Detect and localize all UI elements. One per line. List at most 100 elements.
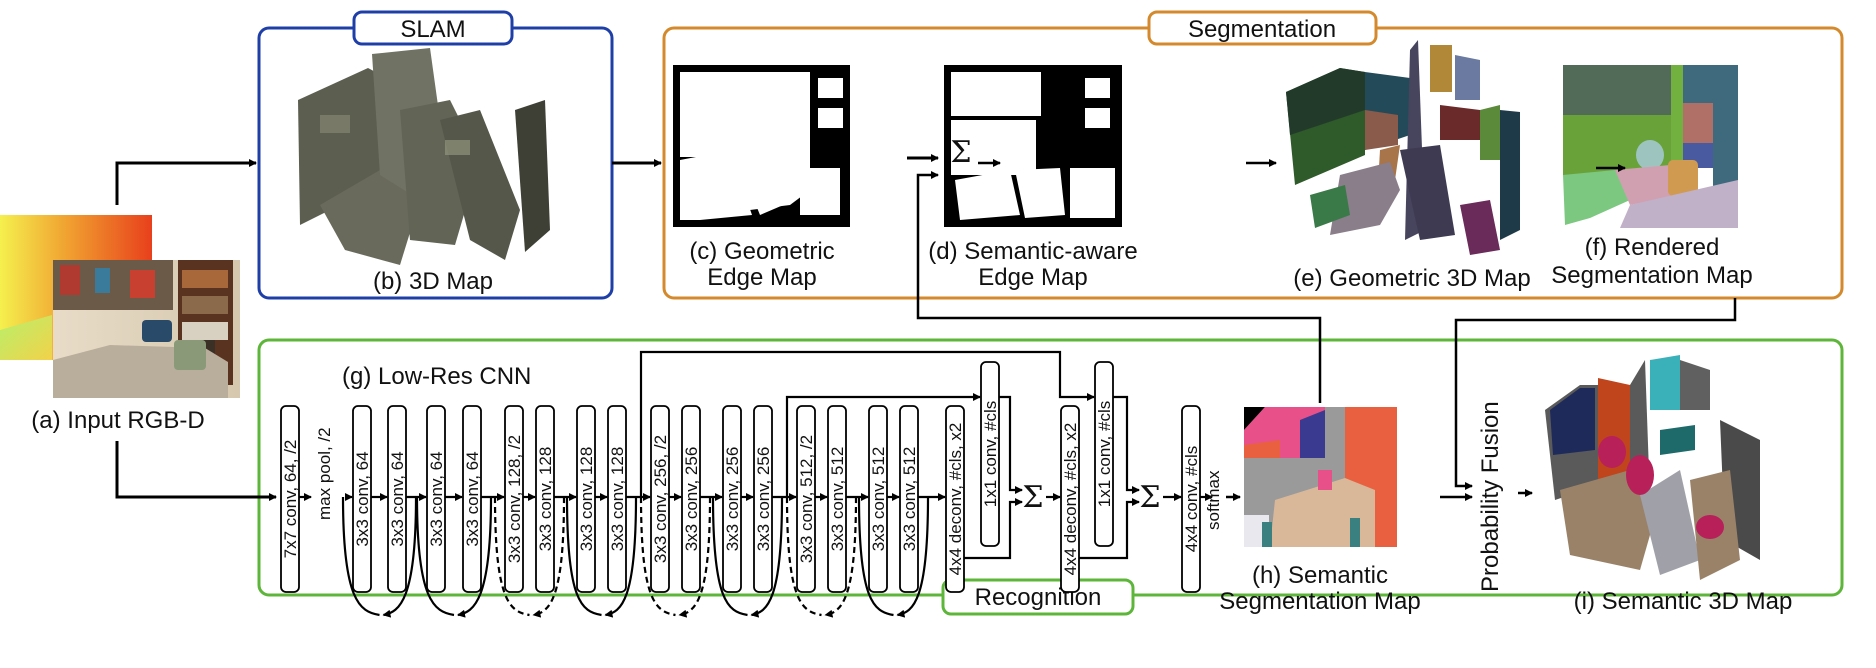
cnn-layer-label: 3x3 conv, 64	[463, 451, 482, 546]
cnn-layer: 1x1 conv, #cls	[980, 361, 1000, 547]
residual-skip	[415, 496, 455, 617]
cnn-layer-box	[980, 361, 1000, 547]
cnn-layer-label: 3x3 conv, 256	[682, 447, 701, 552]
cnn-layer-label: 3x3 conv, 128	[608, 447, 627, 552]
cnn-layer-box	[462, 405, 482, 593]
cnn-layer-box	[504, 405, 524, 593]
max-pool-label: max pool, /2	[315, 427, 334, 520]
cnn-layer-label: 4x4 conv, #cls	[1182, 446, 1201, 552]
semantic-3d-map-image	[1545, 355, 1760, 580]
cnn-layer-box	[1094, 361, 1114, 547]
cnn-layer-box	[796, 405, 816, 593]
cnn-layer: 3x3 conv, 128, /2	[504, 405, 524, 593]
cnn-layer-label: 3x3 conv, 64	[353, 451, 372, 546]
cnn-layer-label: 3x3 conv, 128	[577, 447, 596, 552]
rendered-segmentation-caption-line2: Segmentation Map	[1551, 262, 1752, 289]
segmentation-title: Segmentation	[1188, 16, 1336, 43]
to-sum-2	[1079, 498, 1140, 560]
residual-skip	[824, 496, 858, 618]
cnn-sum-1: Σ	[1022, 480, 1043, 515]
semantic-edge-map-caption-line2: Edge Map	[978, 264, 1087, 291]
residual-skip	[750, 496, 784, 618]
cnn-layer-label: 1x1 conv, #cls	[981, 401, 1000, 507]
geometric-edge-map-image	[673, 65, 850, 227]
cnn-layer-box	[722, 405, 742, 593]
segmentation-group: Segmentation	[662, 10, 1844, 300]
cnn-layer: 3x3 conv, 256	[753, 405, 773, 593]
residual-skip	[711, 496, 748, 617]
cnn-layer-box	[1060, 405, 1080, 593]
recognition-group: Recognition	[257, 338, 1844, 616]
arrow-input-to-cnn	[115, 441, 277, 501]
residual-skip	[341, 496, 380, 617]
skip-to-1x1-a	[785, 393, 981, 497]
cnn-layer-box	[352, 405, 372, 593]
cnn-layer-box	[827, 405, 847, 593]
cnn-layer: 4x4 deconv, #cls, x2	[1060, 405, 1080, 593]
geometric-3d-map-panel: (e) Geometric 3D Map	[1286, 40, 1531, 292]
cnn-layer: 3x3 conv, 256	[722, 405, 742, 593]
rendered-segmentation-panel: (f) Rendered Segmentation Map	[1551, 65, 1753, 289]
residual-skip	[532, 496, 566, 618]
cnn-layers: 7x7 conv, 64, /2 3x3 conv, 64 3x3 conv, 64…	[280, 361, 1201, 593]
cnn-layer-label: 3x3 conv, 512	[828, 447, 847, 552]
cnn-layer-box	[576, 405, 596, 593]
arrow-h-to-edge-sum	[916, 171, 1322, 403]
edge-sum: Σ	[950, 135, 971, 170]
semantic-segmentation-image	[1244, 407, 1397, 547]
cnn-layer: 3x3 conv, 512	[868, 405, 888, 593]
cnn-layer-label: 3x3 conv, 256	[754, 447, 773, 552]
slam-group: SLAM	[257, 10, 614, 300]
cnn-layer-box	[899, 405, 919, 593]
probability-fusion-label: Probability Fusion	[1477, 401, 1504, 592]
cnn-layer-label: 3x3 conv, 512	[900, 447, 919, 552]
to-sum-1	[964, 498, 1023, 560]
arrow-input-to-slam	[115, 159, 257, 205]
cnn-layer-box	[945, 405, 965, 593]
residual-skip	[457, 496, 493, 618]
cnn-layer-box	[280, 405, 300, 593]
semantic-segmentation-caption-line1: (h) Semantic	[1252, 562, 1388, 589]
arrow-f-to-fusion	[1454, 298, 1737, 490]
residual-skip	[857, 496, 894, 617]
cnn-layer-box	[607, 405, 627, 593]
cnn-layer-label: 3x3 conv, 512	[869, 447, 888, 552]
geometric-edge-map-caption-line2: Edge Map	[707, 264, 816, 291]
cnn-layer: 3x3 conv, 64	[352, 405, 372, 593]
cnn-layer-box	[387, 405, 407, 593]
residual-skip	[604, 496, 638, 618]
geometric-3d-map-image	[1286, 40, 1520, 255]
cnn-layer-box	[650, 405, 670, 593]
cnn-layer-label: 3x3 conv, 512, /2	[797, 435, 816, 563]
cnn-layer: 3x3 conv, 512, /2	[796, 405, 816, 593]
residual-skip	[565, 496, 602, 617]
3d-map-panel: (b) 3D Map	[298, 48, 550, 295]
to-sum-2	[1113, 395, 1140, 494]
cnn-layer-box	[681, 405, 701, 593]
cnn-layer: 3x3 conv, 512	[899, 405, 919, 593]
cnn-layer: 3x3 conv, 256, /2	[650, 405, 670, 593]
cnn-layer-label: 4x4 deconv, #cls, x2	[1061, 423, 1080, 576]
recognition-title: Recognition	[975, 584, 1102, 611]
cnn-layer-box	[1181, 405, 1201, 593]
cnn-layer-label: 7x7 conv, 64, /2	[281, 440, 300, 559]
residual-skip	[639, 496, 676, 617]
slam-title: SLAM	[400, 16, 465, 43]
semantic-segmentation-panel: (h) Semantic Segmentation Map	[1219, 407, 1421, 615]
input-rgbd-caption: (a) Input RGB-D	[31, 407, 204, 434]
semantic-edge-map-panel: (d) Semantic-aware Edge Map	[928, 65, 1138, 291]
geometric-3d-map-caption: (e) Geometric 3D Map	[1293, 265, 1530, 292]
semantic-edge-map-image	[944, 65, 1122, 227]
residual-skip	[382, 496, 418, 618]
semantic-edge-map-caption-line1: (d) Semantic-aware	[928, 238, 1137, 265]
cnn-layer-label: 3x3 conv, 128	[536, 447, 555, 552]
cnn-wires	[299, 350, 1213, 618]
cnn-layer-label: 3x3 conv, 256	[723, 447, 742, 552]
geometric-edge-map-panel: (c) Geometric Edge Map	[673, 65, 850, 291]
flow-arrows	[115, 154, 1737, 501]
rendered-segmentation-image	[1563, 65, 1738, 228]
geometric-edge-map-caption-line1: (c) Geometric	[689, 238, 834, 265]
cnn-layer-box	[868, 405, 888, 593]
cnn-layer: 3x3 conv, 128	[576, 405, 596, 593]
